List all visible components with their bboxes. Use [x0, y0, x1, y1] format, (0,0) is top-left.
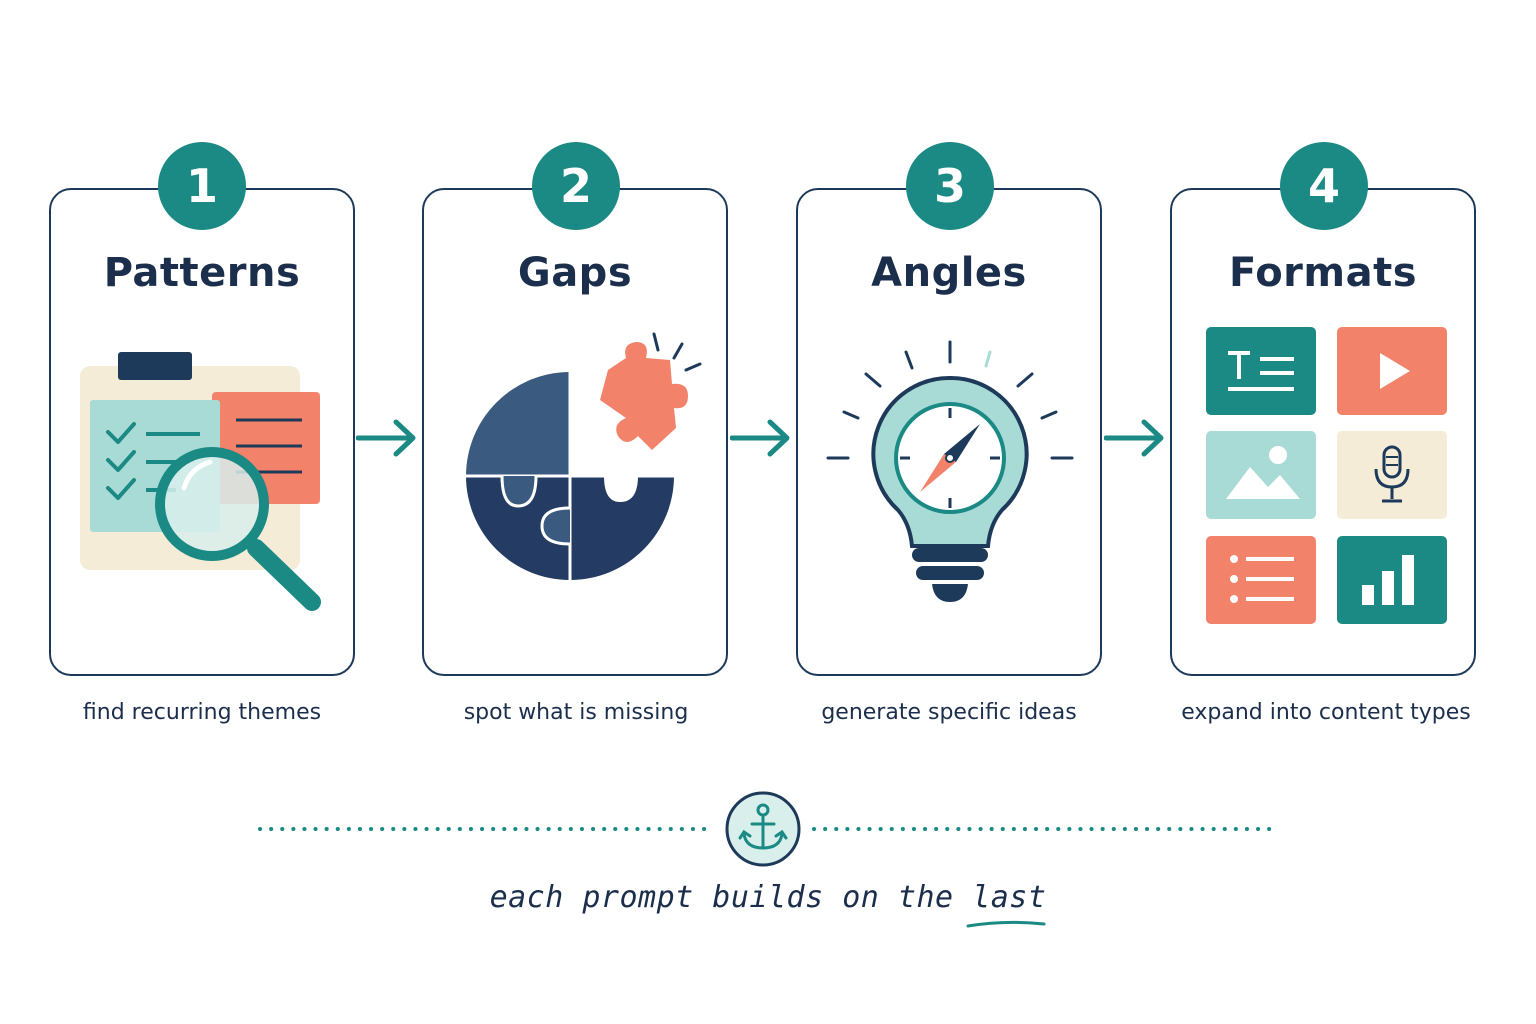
- step-number-badge: 2: [532, 142, 620, 230]
- clipboard-magnifier-icon: [80, 352, 321, 611]
- step-caption: find recurring themes: [82, 700, 322, 725]
- image-format-icon: [1206, 431, 1316, 519]
- step-title: Angles: [871, 250, 1027, 296]
- footer-text-main: each prompt builds on the: [489, 880, 973, 915]
- dotted-divider: [258, 827, 1276, 831]
- lightbulb-compass-icon: [826, 340, 1074, 602]
- chart-format-icon: [1337, 536, 1447, 624]
- step-number-badge: 1: [158, 142, 246, 230]
- step-number-badge: 4: [1280, 142, 1368, 230]
- text-format-icon: [1206, 327, 1316, 415]
- step-title: Patterns: [103, 250, 301, 296]
- step-caption: expand into content types: [1181, 700, 1471, 725]
- footer-emphasis-word: last: [972, 880, 1047, 915]
- underline-stroke: [966, 920, 1046, 928]
- audio-format-icon: [1337, 431, 1447, 519]
- video-format-icon: [1337, 327, 1447, 415]
- step-caption: generate specific ideas: [821, 700, 1077, 725]
- step-card-gaps: [422, 188, 728, 676]
- footer-text-emphasis: last: [966, 880, 1047, 928]
- step-title: Gaps: [517, 250, 633, 296]
- step-number-badge: 3: [906, 142, 994, 230]
- arrow-right-icon: [1104, 419, 1164, 457]
- format-grid: [1206, 327, 1447, 624]
- arrow-right-icon: [730, 419, 790, 457]
- footer-tagline: each prompt builds on the last: [0, 880, 1536, 928]
- anchor-icon: [725, 791, 801, 867]
- arrow-right-icon: [356, 419, 416, 457]
- step-title: Formats: [1228, 250, 1417, 296]
- step-caption: spot what is missing: [463, 700, 689, 725]
- list-format-icon: [1206, 536, 1316, 624]
- puzzle-icon: [466, 332, 702, 580]
